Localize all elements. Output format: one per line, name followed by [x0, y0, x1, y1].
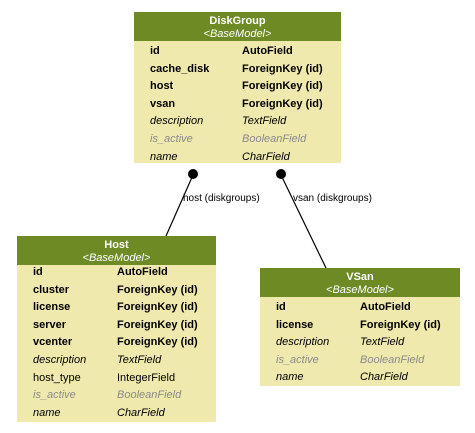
- model-diskgroup: DiskGroup <BaseModel> id AutoField cache_d…: [134, 12, 341, 163]
- model-header: Host <BaseModel>: [17, 236, 216, 265]
- vsan-edge-endpoint-dot: [276, 169, 286, 179]
- field-type: TextField: [360, 336, 405, 349]
- field-name: description: [33, 354, 87, 366]
- model-base-class: <BaseModel>: [203, 28, 272, 40]
- field-type: ForeignKey (id): [242, 97, 323, 110]
- field-name: server: [33, 318, 67, 331]
- field-name: name: [33, 406, 61, 419]
- field-type: ForeignKey (id): [117, 301, 198, 314]
- field-type: AutoField: [360, 301, 411, 313]
- model-header: DiskGroup <BaseModel>: [134, 12, 341, 41]
- field-name: is_active: [150, 133, 193, 145]
- field-row-cache-disk: cache_disk ForeignKey (id): [134, 61, 341, 79]
- field-row-vsan: vsan ForeignKey (id): [134, 96, 341, 114]
- field-row-id: id AutoField: [17, 264, 216, 282]
- vsan-edge-line: [280, 174, 327, 269]
- field-row-description: description TextField: [17, 352, 216, 370]
- field-type: CharField: [360, 371, 408, 384]
- field-type: ForeignKey (id): [117, 283, 198, 296]
- field-name: cache_disk: [150, 62, 210, 75]
- field-type: AutoField: [242, 45, 293, 57]
- field-type: ForeignKey (id): [242, 62, 323, 75]
- field-row-cluster: cluster ForeignKey (id): [17, 282, 216, 300]
- field-name: id: [150, 45, 160, 57]
- field-name: license: [33, 301, 71, 314]
- field-name: license: [276, 318, 314, 331]
- field-row-host-type: host_type IntegerField: [17, 370, 216, 388]
- host-edge-label: host (diskgroups): [183, 193, 260, 204]
- vsan-edge-label: vsan (diskgroups): [293, 193, 372, 204]
- model-name: VSan: [346, 271, 374, 283]
- field-row-description: description TextField: [260, 334, 460, 352]
- field-name: name: [276, 371, 304, 384]
- field-name: vcenter: [33, 336, 73, 349]
- field-name: description: [276, 336, 330, 349]
- field-type: TextField: [117, 354, 162, 366]
- field-row-id: id AutoField: [260, 299, 460, 317]
- host-edge-endpoint-dot: [188, 169, 198, 179]
- field-row-name: name CharField: [134, 149, 341, 167]
- field-type: BooleanField: [117, 389, 182, 402]
- field-row-name: name CharField: [17, 405, 216, 423]
- model-header: VSan <BaseModel>: [260, 268, 460, 297]
- field-row-license: license ForeignKey (id): [17, 299, 216, 317]
- field-row-is-active: is_active BooleanField: [17, 387, 216, 405]
- field-name: cluster: [33, 283, 70, 296]
- model-name: Host: [104, 239, 129, 251]
- field-type: CharField: [242, 150, 290, 163]
- model-name: DiskGroup: [209, 15, 266, 27]
- field-row-name: name CharField: [260, 369, 460, 387]
- field-row-server: server ForeignKey (id): [17, 317, 216, 335]
- model-vsan: VSan <BaseModel> id AutoField license Forei…: [260, 268, 460, 386]
- field-type: AutoField: [117, 266, 168, 278]
- field-type: ForeignKey (id): [117, 336, 198, 349]
- field-name: is_active: [276, 353, 319, 366]
- field-row-host: host ForeignKey (id): [134, 78, 341, 96]
- field-type: TextField: [242, 115, 287, 128]
- model-base-class: <BaseModel>: [326, 284, 394, 296]
- field-row-license: license ForeignKey (id): [260, 317, 460, 335]
- field-type: CharField: [117, 406, 165, 419]
- field-name: is_active: [33, 389, 76, 402]
- field-type: ForeignKey (id): [117, 318, 198, 331]
- field-row-is-active: is_active BooleanField: [260, 352, 460, 370]
- field-row-description: description TextField: [134, 113, 341, 131]
- field-name: description: [150, 115, 204, 128]
- field-row-is-active: is_active BooleanField: [134, 131, 341, 149]
- field-name: id: [33, 266, 43, 278]
- field-name: id: [276, 301, 286, 313]
- field-type: ForeignKey (id): [360, 318, 441, 331]
- model-base-class: <BaseModel>: [82, 252, 151, 264]
- field-name: name: [150, 150, 178, 163]
- field-row-id: id AutoField: [134, 43, 341, 61]
- field-type: ForeignKey (id): [242, 80, 323, 93]
- field-row-vcenter: vcenter ForeignKey (id): [17, 334, 216, 352]
- field-type: IntegerField: [117, 371, 176, 384]
- host-edge-line: [165, 174, 194, 237]
- field-type: BooleanField: [360, 353, 425, 366]
- field-name: host_type: [33, 371, 81, 384]
- field-name: host: [150, 80, 174, 93]
- field-type: BooleanField: [242, 133, 307, 145]
- field-name: vsan: [150, 97, 176, 110]
